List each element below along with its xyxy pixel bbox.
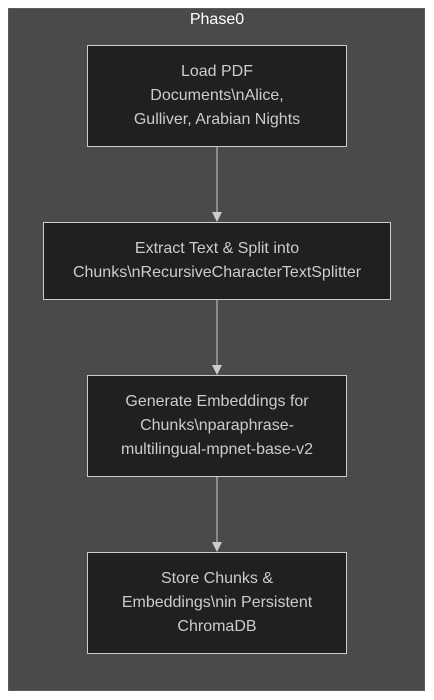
node-generate-embeddings: Generate Embeddings for Chunks\nparaphra… [87, 375, 347, 477]
node-load-pdf: Load PDF Documents\nAlice, Gulliver, Ara… [87, 45, 347, 147]
node-label-line: multilingual-mpnet-base-v2 [120, 441, 314, 458]
node-label-line: Extract Text & Split into [134, 240, 300, 257]
node-label-line: Store Chunks & [160, 570, 274, 587]
node-label-line: Documents\nAlice, [150, 87, 284, 104]
node-label-line: Gulliver, Arabian Nights [133, 111, 301, 128]
node-label-line: Generate Embeddings for [125, 393, 309, 410]
node-label-line: Load PDF [180, 63, 254, 80]
cluster-title: Phase0 [189, 11, 245, 28]
node-label-line: Chunks\nRecursiveCharacterTextSplitter [72, 264, 362, 281]
node-label-line: ChromaDB [177, 618, 257, 635]
node-label-line: Chunks\nparaphrase- [140, 417, 294, 434]
node-label-line: Embeddings\nin Persistent [121, 594, 313, 611]
node-store-chromadb: Store Chunks & Embeddings\nin Persistent… [87, 552, 347, 654]
node-extract-split: Extract Text & Split into Chunks\nRecurs… [43, 222, 391, 300]
